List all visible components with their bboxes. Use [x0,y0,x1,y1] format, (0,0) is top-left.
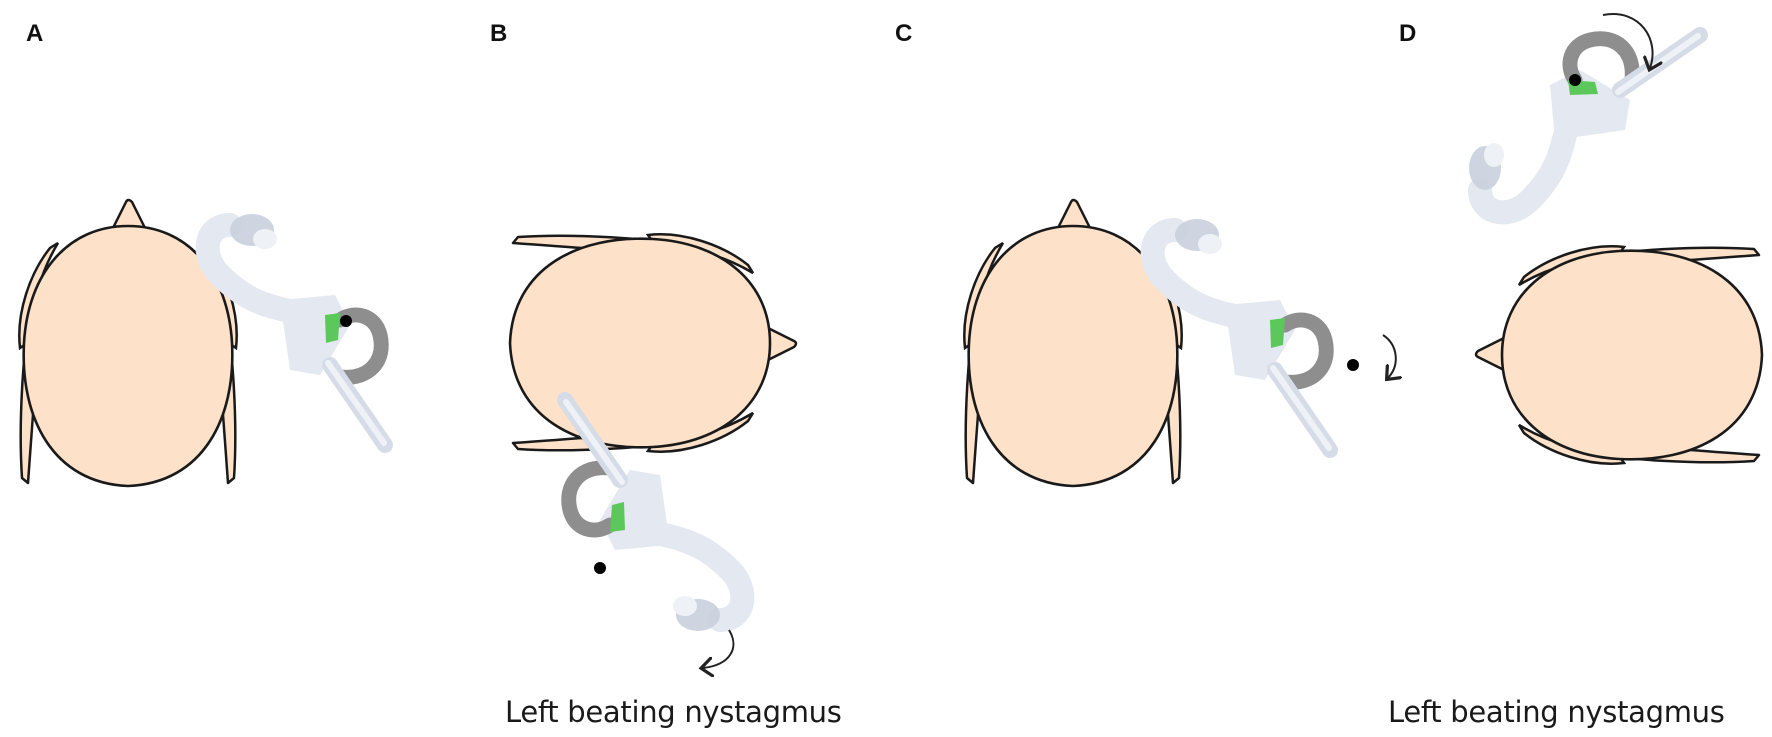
labyrinth-c [1153,219,1359,450]
rotation-arrow-b [703,629,735,668]
panel-label-b: B [490,20,508,47]
head-d [1474,245,1764,465]
panel-label-c: C [895,20,913,47]
otolith-dot-c [1347,359,1359,371]
labyrinth-b [565,400,742,631]
rotation-arrow-c [1382,334,1396,378]
caption-d: Left beating nystagmus [1388,695,1725,729]
labyrinth-a [208,214,385,445]
otolith-dot-d [1569,74,1581,86]
otolith-dot-a [340,315,352,327]
otolith-dot-b [594,562,606,574]
labyrinth-d [1469,35,1700,212]
rotation-arrow-d [1602,13,1653,68]
caption-b: Left beating nystagmus [505,695,842,729]
panel-label-d: D [1399,20,1417,47]
head-b [508,233,798,453]
panel-label-a: A [26,20,44,47]
